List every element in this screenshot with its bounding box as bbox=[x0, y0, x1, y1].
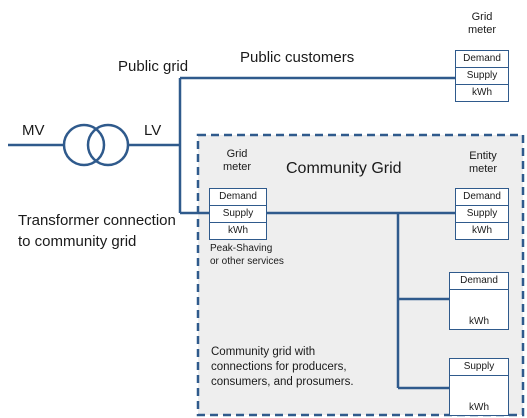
community-note-line3: consumers, and prosumers. bbox=[211, 376, 354, 388]
public-customers-label: Public customers bbox=[240, 49, 355, 66]
producer-meter: Supply kWh bbox=[449, 358, 509, 416]
meter-row-kwh: kWh bbox=[472, 225, 492, 236]
community-grid-meter: Demand Supply kWh bbox=[209, 188, 267, 240]
meter-row-demand: Demand bbox=[450, 273, 508, 290]
entity-meter-title-line2: meter bbox=[468, 163, 498, 175]
meter-row-demand: Demand bbox=[210, 189, 266, 206]
community-grid-title: Community Grid bbox=[286, 160, 402, 177]
community-note-line1: Community grid with bbox=[211, 346, 316, 358]
peak-shaving-label-line1: Peak-Shaving bbox=[210, 243, 273, 254]
meter-row-demand: Demand bbox=[456, 51, 508, 68]
mv-label: MV bbox=[22, 122, 45, 139]
peak-shaving-label-line2: or other services bbox=[210, 256, 284, 267]
public-grid-label: Public grid bbox=[118, 58, 189, 75]
meter-row-demand: Demand bbox=[456, 189, 508, 206]
meter-row-kwh: kWh bbox=[472, 87, 492, 98]
lv-label: LV bbox=[144, 122, 162, 139]
meter-row-supply: Supply bbox=[456, 206, 508, 223]
transformer-connection-label-line2: to community grid bbox=[18, 233, 137, 250]
entity-meter: Demand Supply kWh bbox=[455, 188, 509, 240]
community-meter-title-line1: Grid bbox=[226, 148, 248, 160]
meter-row-supply: Supply bbox=[210, 206, 266, 223]
transformer-connection-label-line1: Transformer connection bbox=[18, 212, 176, 229]
meter-row-kwh: kWh bbox=[469, 316, 489, 327]
entity-meter-title-line1: Entity bbox=[469, 150, 497, 162]
public-meter-title-line1: Grid bbox=[471, 11, 493, 23]
transformer-coil-primary bbox=[62, 123, 106, 167]
meter-row-kwh: kWh bbox=[228, 225, 248, 236]
public-meter-title-line2: meter bbox=[467, 24, 497, 36]
meter-row-supply: Supply bbox=[450, 359, 508, 376]
consumer-meter: Demand kWh bbox=[449, 272, 509, 330]
meter-row-kwh: kWh bbox=[469, 402, 489, 413]
public-grid-meter: Demand Supply kWh bbox=[455, 50, 509, 102]
meter-row-supply: Supply bbox=[456, 68, 508, 85]
community-note-line2: connections for producers, bbox=[211, 361, 347, 373]
community-meter-title-line2: meter bbox=[222, 161, 252, 173]
